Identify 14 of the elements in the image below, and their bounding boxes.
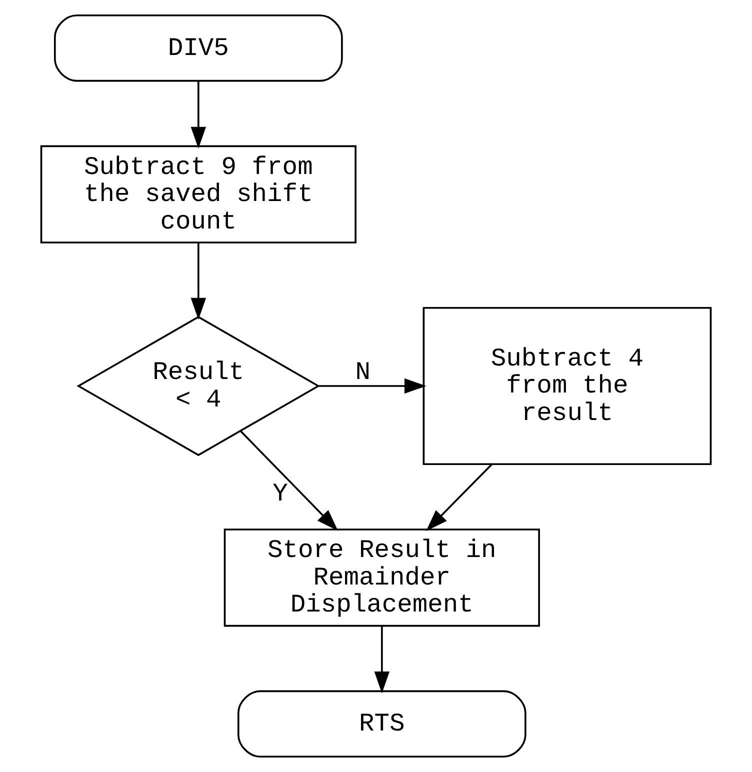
arrow <box>318 378 426 394</box>
arrow <box>374 626 390 694</box>
node-box: Subtract 9 from the saved shift count <box>40 145 356 244</box>
node-box: Store Result in Remainder Displacement <box>224 528 540 627</box>
arrow <box>190 80 206 149</box>
node-box: RTS <box>237 690 526 758</box>
node-box: Subtract 4 from the result <box>422 306 712 466</box>
node-box: DIV5 <box>54 14 343 82</box>
node-diamond: Result < 4 <box>76 316 320 456</box>
edge-label: N <box>355 358 371 388</box>
arrow <box>190 242 206 320</box>
arrow <box>426 464 492 532</box>
edge-label: Y <box>272 479 288 508</box>
arrow <box>240 430 338 531</box>
